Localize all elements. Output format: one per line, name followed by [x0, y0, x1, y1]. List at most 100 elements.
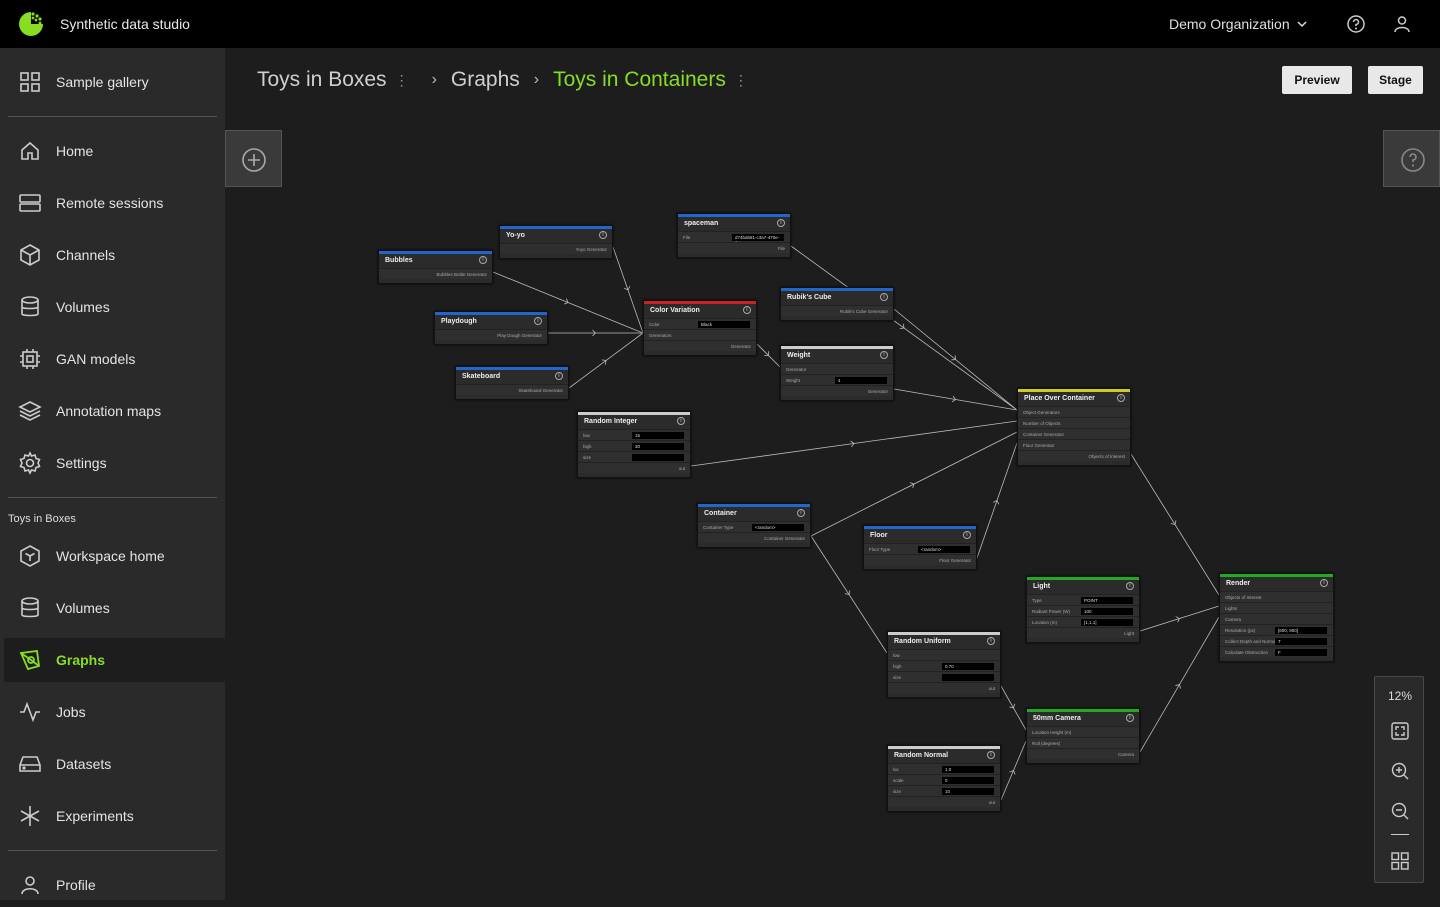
sidebar-item-experiments[interactable]: Experiments — [4, 794, 225, 838]
node-input-port[interactable]: Container Generator — [1018, 428, 1130, 439]
sidebar-item-remote-sessions[interactable]: Remote sessions — [4, 181, 225, 225]
node-input-port[interactable]: Container Type<random> — [698, 521, 810, 532]
breadcrumb-workspace[interactable]: Toys in Boxes — [257, 68, 387, 91]
sidebar-item-sample-gallery[interactable]: Sample gallery — [4, 60, 225, 104]
sidebar-item-gan-models[interactable]: GAN models — [4, 337, 225, 381]
organization-selector[interactable]: Demo Organization — [1169, 16, 1308, 32]
node-input-port[interactable]: Generator — [781, 363, 893, 374]
info-icon[interactable]: i — [479, 256, 487, 264]
info-icon[interactable]: i — [963, 531, 971, 539]
graph-more-icon[interactable]: ⋮ — [733, 71, 748, 88]
node-output-port[interactable]: Container Generator — [698, 532, 810, 543]
node-output-port[interactable]: Camera — [1027, 748, 1139, 759]
node-output-port[interactable]: Light — [1027, 627, 1139, 638]
sidebar-item-graphs[interactable]: Graphs — [4, 638, 225, 682]
breadcrumb-section[interactable]: Graphs — [450, 68, 520, 91]
node-output-port[interactable]: Generator — [644, 340, 756, 351]
sidebar-item-settings[interactable]: Settings — [4, 441, 225, 485]
sidebar-item-channels[interactable]: Channels — [4, 233, 225, 277]
node-output-port[interactable]: Yoyo Generator — [500, 243, 612, 254]
node-input-port[interactable]: size — [578, 451, 690, 462]
preview-button[interactable]: Preview — [1282, 66, 1352, 94]
node-input-port[interactable]: low — [888, 649, 1000, 660]
port-value-field[interactable]: d74bab81-c3a7-470e-a — [732, 234, 784, 245]
help-icon[interactable] — [1400, 147, 1426, 173]
node-output-port[interactable]: Play Dough Generator — [435, 329, 547, 340]
port-value-field[interactable]: 0 — [942, 777, 994, 784]
fit-view-icon[interactable] — [1390, 721, 1410, 741]
port-value-field[interactable]: <random> — [752, 524, 804, 531]
sidebar-item-volumes[interactable]: Volumes — [4, 285, 225, 329]
node-output-port[interactable]: out — [888, 682, 1000, 693]
info-icon[interactable]: i — [1126, 582, 1134, 590]
node-input-port[interactable]: Floor Type<random> — [864, 543, 976, 554]
node-input-port[interactable]: Location Height (m) — [1027, 726, 1139, 737]
port-value-field[interactable]: 0.70 — [942, 663, 994, 670]
stage-button[interactable]: Stage — [1368, 66, 1423, 94]
sidebar-item-profile[interactable]: Profile — [4, 863, 225, 907]
port-value-field[interactable]: 1.0 — [942, 766, 994, 773]
node-input-port[interactable]: size — [888, 671, 1000, 682]
port-value-field[interactable] — [632, 454, 684, 461]
info-icon[interactable]: i — [1117, 394, 1125, 402]
node-input-port[interactable]: Number of Objects — [1018, 417, 1130, 428]
sidebar-item-home[interactable]: Home — [4, 129, 225, 173]
sidebar-item-datasets[interactable]: Datasets — [4, 742, 225, 786]
info-icon[interactable]: i — [987, 637, 995, 645]
sidebar-item-workspace-home[interactable]: Workspace home — [4, 534, 225, 578]
node-input-port[interactable]: Objects of Interest — [1220, 591, 1333, 602]
port-value-field[interactable]: 15 — [632, 432, 684, 439]
info-icon[interactable]: i — [880, 351, 888, 359]
sidebar-item-workspace-volumes[interactable]: Volumes — [4, 586, 225, 630]
info-icon[interactable]: i — [599, 231, 607, 239]
info-icon[interactable]: i — [534, 317, 542, 325]
node-output-port[interactable]: Bubbles Bottle Generator — [379, 268, 492, 279]
brand-logo-icon[interactable] — [16, 9, 46, 39]
node-input-port[interactable]: Location (m)[1,1,1] — [1027, 616, 1139, 627]
node-output-port[interactable]: out — [578, 462, 690, 473]
sidebar-item-jobs[interactable]: Jobs — [4, 690, 225, 734]
zoom-in-icon[interactable] — [1390, 761, 1410, 781]
info-icon[interactable]: i — [677, 417, 685, 425]
port-value-field[interactable] — [942, 674, 994, 681]
user-icon[interactable] — [1392, 14, 1412, 34]
help-icon[interactable] — [1346, 14, 1366, 34]
port-value-field[interactable]: 10 — [942, 788, 994, 795]
node-output-port[interactable]: Rubik's Cube Generator — [781, 305, 893, 316]
port-value-field[interactable]: [600, 900] — [1275, 627, 1327, 634]
sidebar-item-annotation-maps[interactable]: Annotation maps — [4, 389, 225, 433]
info-icon[interactable]: i — [777, 219, 785, 227]
port-value-field[interactable]: F — [1275, 649, 1327, 656]
layout-grid-icon[interactable] — [1390, 851, 1410, 871]
node-input-port[interactable]: Camera — [1220, 613, 1333, 624]
node-output-port[interactable]: Floor Generator — [864, 554, 976, 565]
workspace-more-icon[interactable]: ⋮ — [394, 71, 409, 88]
port-value-field[interactable]: 100 — [1081, 608, 1133, 615]
node-input-port[interactable]: Floor Generator — [1018, 439, 1130, 450]
info-icon[interactable]: i — [880, 293, 888, 301]
node-output-port[interactable]: Objects of Interest — [1018, 450, 1130, 461]
info-icon[interactable]: i — [743, 306, 751, 314]
node-input-port[interactable]: Radiant Power (W)100 — [1027, 605, 1139, 616]
node-input-port[interactable]: Lights — [1220, 602, 1333, 613]
node-input-port[interactable]: Generators — [644, 329, 756, 340]
